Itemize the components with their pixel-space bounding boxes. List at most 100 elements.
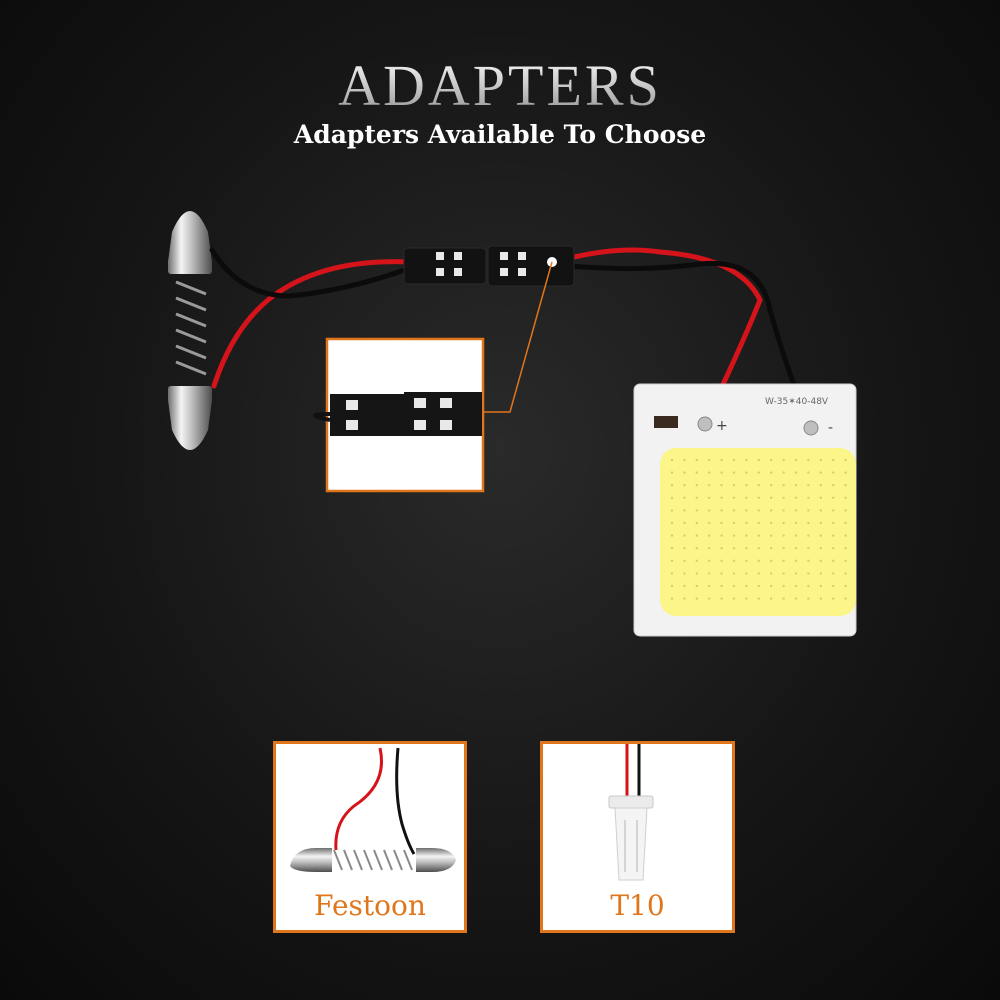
led-chip-dot (757, 534, 760, 537)
led-chip-dot (819, 458, 822, 462)
led-chip-dot (819, 572, 822, 575)
led-chip-dot (745, 547, 748, 550)
festoon-adapter (168, 211, 212, 450)
led-chip-dot (794, 521, 798, 525)
led-chip-dot (720, 509, 723, 512)
led-chip-dot (770, 572, 773, 575)
led-chip-dot (695, 534, 698, 537)
led-chip-dot (832, 584, 835, 588)
led-chip-dot (732, 534, 736, 537)
led-chip-dot (794, 471, 798, 474)
led-chip-dot (670, 597, 674, 600)
led-chip-dot (794, 559, 798, 562)
led-chip-dot (683, 521, 686, 525)
led-chip-dot (683, 458, 686, 462)
led-chip-dot (745, 597, 748, 600)
led-chip-dot (720, 471, 723, 474)
led-chip-dot (757, 471, 760, 474)
led-chip-dot (819, 597, 822, 600)
led-chip-dot (844, 597, 847, 600)
led-chip-dot (770, 547, 773, 550)
led-chip-dot (844, 471, 847, 474)
led-chip-dot (757, 572, 760, 575)
board-model-print: W-35✶40-48V (765, 397, 829, 407)
led-chip-dot (695, 547, 698, 550)
led-chip-dot (832, 496, 835, 499)
led-chip-dot (782, 572, 785, 575)
callout-pointer (484, 257, 557, 413)
led-chip-dot (683, 484, 686, 487)
led-chip-dot (807, 521, 810, 525)
led-chip-dot (745, 584, 748, 588)
led-chip-dot (757, 559, 760, 562)
led-chip-dot (683, 496, 686, 499)
led-chip-dot (720, 458, 723, 462)
led-chip-dot (770, 597, 773, 600)
led-chip-dot (683, 534, 686, 537)
led-chip-dot (794, 458, 798, 462)
led-cob-board: + - W-35✶40-48V (633, 383, 857, 637)
led-chip-dot (782, 521, 785, 525)
led-chip-dot (807, 496, 810, 499)
led-chip-dot (745, 496, 748, 499)
led-chip-dot (670, 484, 674, 487)
connector-zoom-callout (313, 337, 485, 493)
led-chip-dot (757, 584, 760, 588)
led-chip-dot (832, 521, 835, 525)
led-chip-dot (695, 496, 698, 499)
led-chip-dot (732, 597, 736, 600)
led-chip-dot (720, 496, 723, 499)
led-chip-dot (670, 572, 674, 575)
led-chip-dot (807, 484, 810, 487)
led-chip-dot (832, 534, 835, 537)
led-chip-dot (683, 572, 686, 575)
led-chip-dot (670, 471, 674, 474)
led-chip-dot (695, 509, 698, 512)
led-chip-dot (819, 559, 822, 562)
led-chip-dot (720, 559, 723, 562)
led-chip-dot (720, 521, 723, 525)
led-chip-dot (757, 547, 760, 550)
page-subtitle: Adapters Available To Choose (293, 120, 707, 149)
t10-icon (608, 744, 654, 881)
led-chip-dot (745, 521, 748, 525)
led-chip-dot (732, 547, 736, 550)
led-chip-dot (770, 484, 773, 487)
led-chip-dot (794, 547, 798, 550)
led-chip-dot (683, 471, 686, 474)
led-chip-dot (807, 509, 810, 512)
led-chip-dot (794, 509, 798, 512)
led-chip-dot (782, 547, 785, 550)
wires-right (567, 247, 813, 427)
t10-adapter-card: T10 (540, 741, 735, 933)
festoon-adapter-card: Festoon (273, 741, 467, 933)
led-chip-dot (720, 534, 723, 537)
led-chip-dot (708, 471, 711, 474)
led-chip-dot (745, 509, 748, 512)
led-chip-dot (782, 584, 785, 588)
led-chip-dot (708, 521, 711, 525)
led-chip-dot (770, 584, 773, 588)
led-chip-dot (782, 509, 785, 512)
led-chip-dot (782, 559, 785, 562)
led-chip-dot (695, 584, 698, 588)
led-chip-dot (683, 559, 686, 562)
led-chip-dot (708, 547, 711, 550)
led-chip-dot (732, 484, 736, 487)
led-chip-dot (732, 458, 736, 462)
led-chip-dot (745, 572, 748, 575)
led-chip-dot (670, 521, 674, 525)
led-chip-dot (757, 521, 760, 525)
led-chip-dot (745, 559, 748, 562)
led-chip-dot (782, 534, 785, 537)
wires-left (209, 247, 413, 389)
board-minus-mark: - (828, 420, 833, 436)
festoon-spring (175, 280, 207, 376)
led-chip-dot (807, 547, 810, 550)
led-chip-dot (794, 496, 798, 499)
page-title: ADAPTERS (0, 52, 1000, 119)
led-chip-dot (695, 559, 698, 562)
led-chip-dot (770, 458, 773, 462)
led-chip-dot (757, 597, 760, 600)
led-chip-dot (782, 484, 785, 487)
